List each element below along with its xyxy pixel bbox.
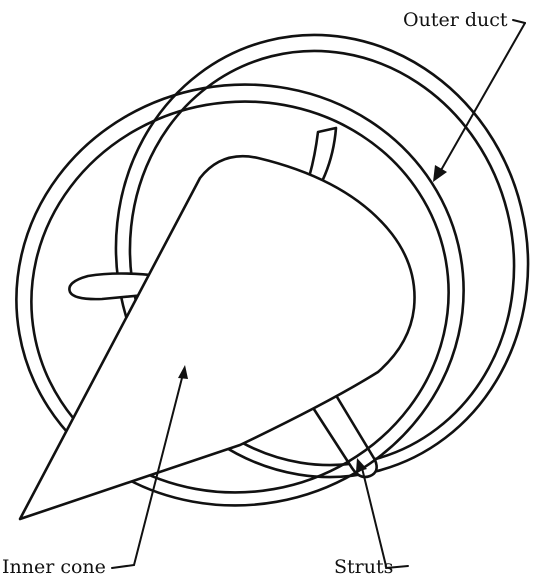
outer-duct-arrowhead	[433, 165, 447, 182]
outer-duct-label: Outer duct	[403, 9, 508, 31]
outer-duct-callout: Outer duct	[403, 9, 525, 182]
inner-cone-label: Inner cone	[2, 556, 106, 578]
